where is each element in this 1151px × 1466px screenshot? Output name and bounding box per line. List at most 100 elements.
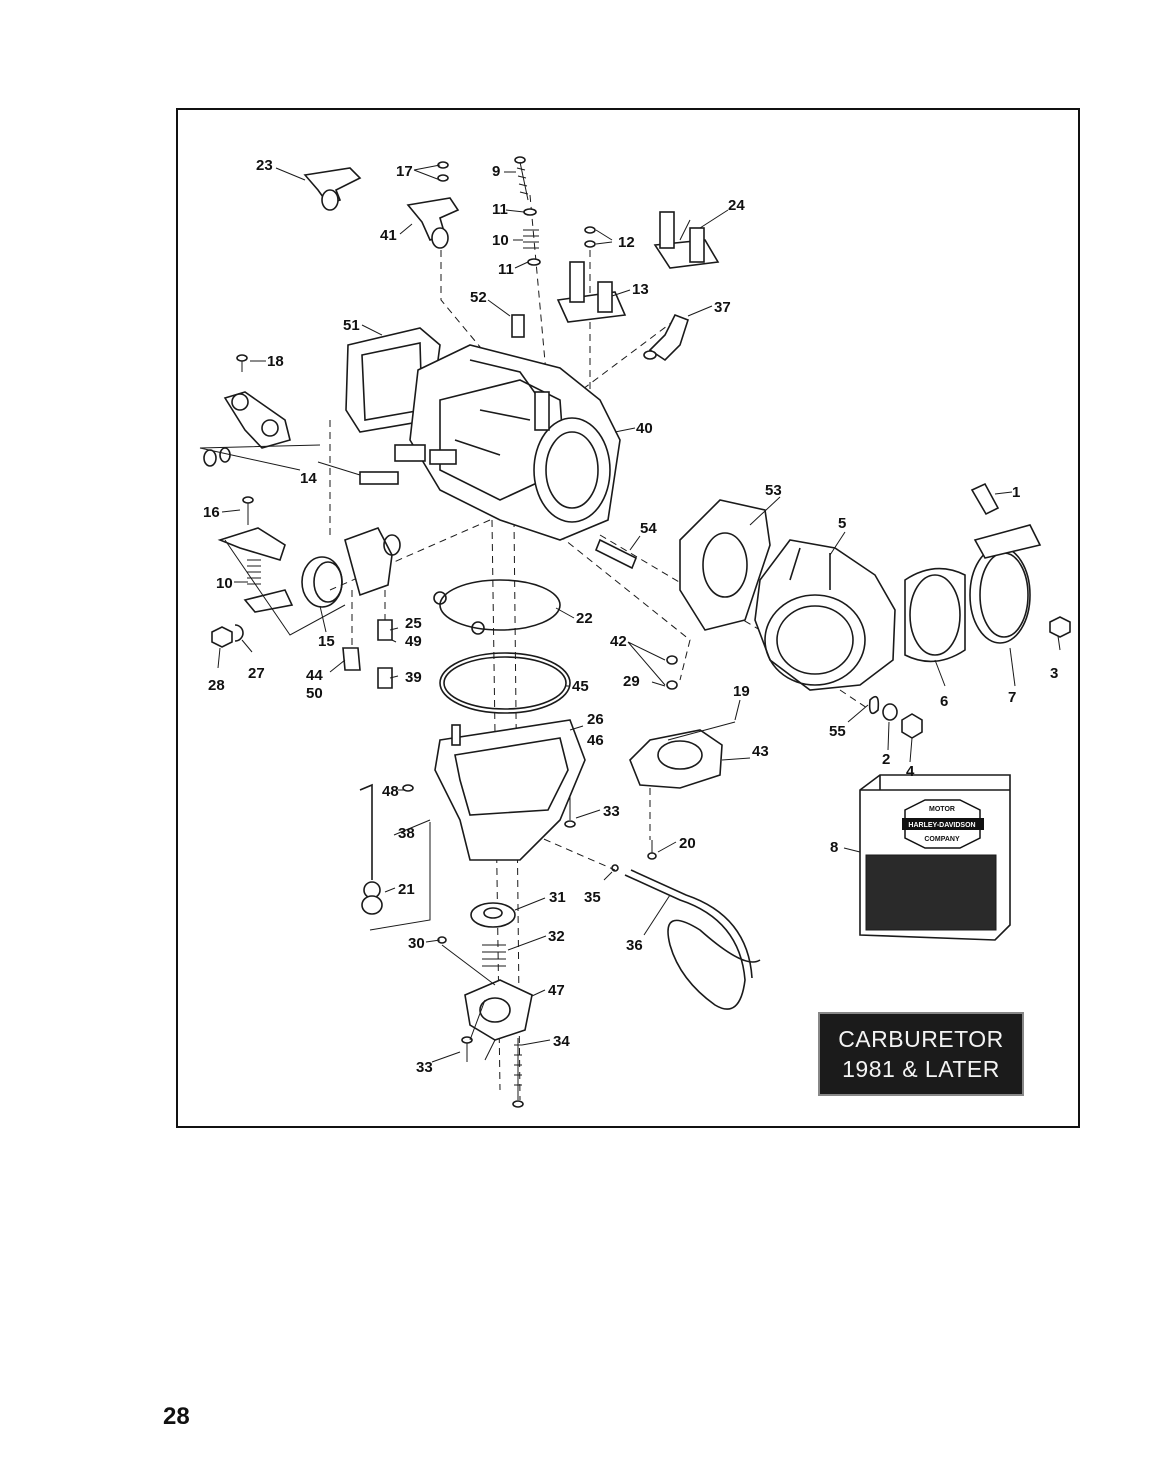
screw-34-33-30 bbox=[437, 936, 524, 1108]
bolt-1 bbox=[970, 482, 1000, 516]
fitting-24 bbox=[653, 211, 720, 269]
callout-13: 13 bbox=[632, 281, 649, 298]
lever-spring-assembly bbox=[217, 527, 346, 636]
callout-46: 46 bbox=[587, 732, 604, 749]
callout-10-upper: 10 bbox=[492, 232, 509, 249]
callout-10-lower: 10 bbox=[216, 575, 233, 592]
elbow-fitting-37 bbox=[643, 313, 689, 362]
callout-44: 44 bbox=[306, 667, 323, 684]
o-ring-45 bbox=[439, 652, 571, 714]
callout-3: 3 bbox=[1050, 665, 1058, 682]
callout-42: 42 bbox=[610, 633, 627, 650]
nut-28-washer-27 bbox=[211, 624, 244, 648]
screws-12 bbox=[584, 226, 596, 248]
rod-38-48-21 bbox=[359, 783, 414, 915]
callout-55: 55 bbox=[829, 723, 846, 740]
screw-18 bbox=[236, 354, 248, 372]
callout-12: 12 bbox=[618, 234, 635, 251]
clamp-7 bbox=[969, 524, 1042, 644]
callout-28: 28 bbox=[208, 677, 225, 694]
callout-54: 54 bbox=[640, 520, 657, 537]
harley-davidson-logo: MOTOR HARLEY-DAVIDSON COMPANY bbox=[902, 799, 984, 849]
callout-9: 9 bbox=[492, 163, 500, 180]
callout-36: 36 bbox=[626, 937, 643, 954]
callout-4: 4 bbox=[906, 763, 915, 780]
diagram-title-box: CARBURETOR 1981 & LATER bbox=[818, 1012, 1024, 1096]
callout-43: 43 bbox=[752, 743, 769, 760]
callout-45: 45 bbox=[572, 678, 589, 695]
callout-51: 51 bbox=[343, 317, 360, 334]
callout-53: 53 bbox=[765, 482, 782, 499]
callout-24: 24 bbox=[728, 197, 745, 214]
callout-29: 29 bbox=[623, 673, 640, 690]
callout-8: 8 bbox=[830, 839, 838, 856]
callout-26: 26 bbox=[587, 711, 604, 728]
callout-17: 17 bbox=[396, 163, 413, 180]
callout-20: 20 bbox=[679, 835, 696, 852]
nut-3 bbox=[1049, 616, 1071, 638]
gasket-53 bbox=[679, 499, 771, 631]
screw-16 bbox=[242, 496, 254, 525]
jet-25-39-44 bbox=[342, 619, 393, 689]
washer-11-spring-10 bbox=[523, 208, 541, 266]
callout-48: 48 bbox=[382, 783, 399, 800]
callout-2: 2 bbox=[882, 751, 890, 768]
callout-1: 1 bbox=[1012, 484, 1020, 501]
callout-18: 18 bbox=[267, 353, 284, 370]
callout-34: 34 bbox=[553, 1033, 570, 1050]
callout-27: 27 bbox=[248, 665, 265, 682]
screws-33-upper bbox=[564, 795, 576, 828]
callout-19: 19 bbox=[733, 683, 750, 700]
callout-7: 7 bbox=[1008, 689, 1016, 706]
page-number: 28 bbox=[163, 1403, 190, 1430]
seal-6 bbox=[904, 567, 966, 663]
throttle-lever-assembly bbox=[203, 391, 291, 467]
callout-47: 47 bbox=[548, 982, 565, 999]
screw-9 bbox=[514, 156, 529, 201]
callout-33-lower: 33 bbox=[416, 1059, 433, 1076]
small-parts-55-2-4 bbox=[868, 695, 923, 739]
callout-39: 39 bbox=[405, 669, 422, 686]
plug-52 bbox=[511, 314, 525, 338]
callout-35: 35 bbox=[584, 889, 601, 906]
callout-14: 14 bbox=[300, 470, 317, 487]
callout-32: 32 bbox=[548, 928, 565, 945]
logo-text-mid: HARLEY-DAVIDSON bbox=[908, 822, 975, 829]
bracket-41 bbox=[406, 197, 460, 249]
diagram-title-line1: CARBURETOR bbox=[838, 1026, 1004, 1052]
diagram-title-line2: 1981 & LATER bbox=[842, 1056, 1000, 1082]
callout-11-lower: 11 bbox=[498, 261, 514, 278]
callout-15: 15 bbox=[318, 633, 335, 650]
carburetor-body bbox=[394, 344, 621, 541]
callout-22: 22 bbox=[576, 610, 593, 627]
cable-36 bbox=[611, 864, 761, 1010]
callout-50: 50 bbox=[306, 685, 323, 702]
callout-49: 49 bbox=[405, 633, 422, 650]
callout-41: 41 bbox=[380, 227, 397, 244]
fitting-13 bbox=[556, 261, 627, 323]
logo-text-bottom: COMPANY bbox=[924, 836, 960, 843]
stud-54 bbox=[594, 538, 638, 570]
pump-43-rod-19-screws-29 bbox=[629, 655, 736, 860]
callout-5: 5 bbox=[838, 515, 846, 532]
air-cleaner-box-8: MOTOR HARLEY-DAVIDSON COMPANY bbox=[859, 774, 1011, 941]
callout-23: 23 bbox=[256, 157, 273, 174]
callout-numbers: 23 17 9 24 11 41 10 12 11 13 52 37 51 18… bbox=[203, 157, 1058, 1076]
callout-16: 16 bbox=[203, 504, 220, 521]
diaphragm-31-spring-32 bbox=[470, 902, 516, 967]
callout-leaders bbox=[217, 164, 1061, 1063]
callout-38: 38 bbox=[398, 825, 415, 842]
diagram-frame bbox=[176, 108, 1080, 1128]
cover-47 bbox=[464, 979, 533, 1041]
throttle-cable-bracket-23 bbox=[303, 167, 362, 211]
manifold-5 bbox=[754, 539, 896, 691]
screen-14 bbox=[199, 444, 399, 485]
logo-text-top: MOTOR bbox=[929, 806, 955, 813]
callout-52: 52 bbox=[470, 289, 487, 306]
callout-6: 6 bbox=[940, 693, 948, 710]
callout-21: 21 bbox=[398, 881, 415, 898]
gasket-22 bbox=[433, 579, 561, 635]
callout-25: 25 bbox=[405, 615, 422, 632]
callout-30: 30 bbox=[408, 935, 425, 952]
